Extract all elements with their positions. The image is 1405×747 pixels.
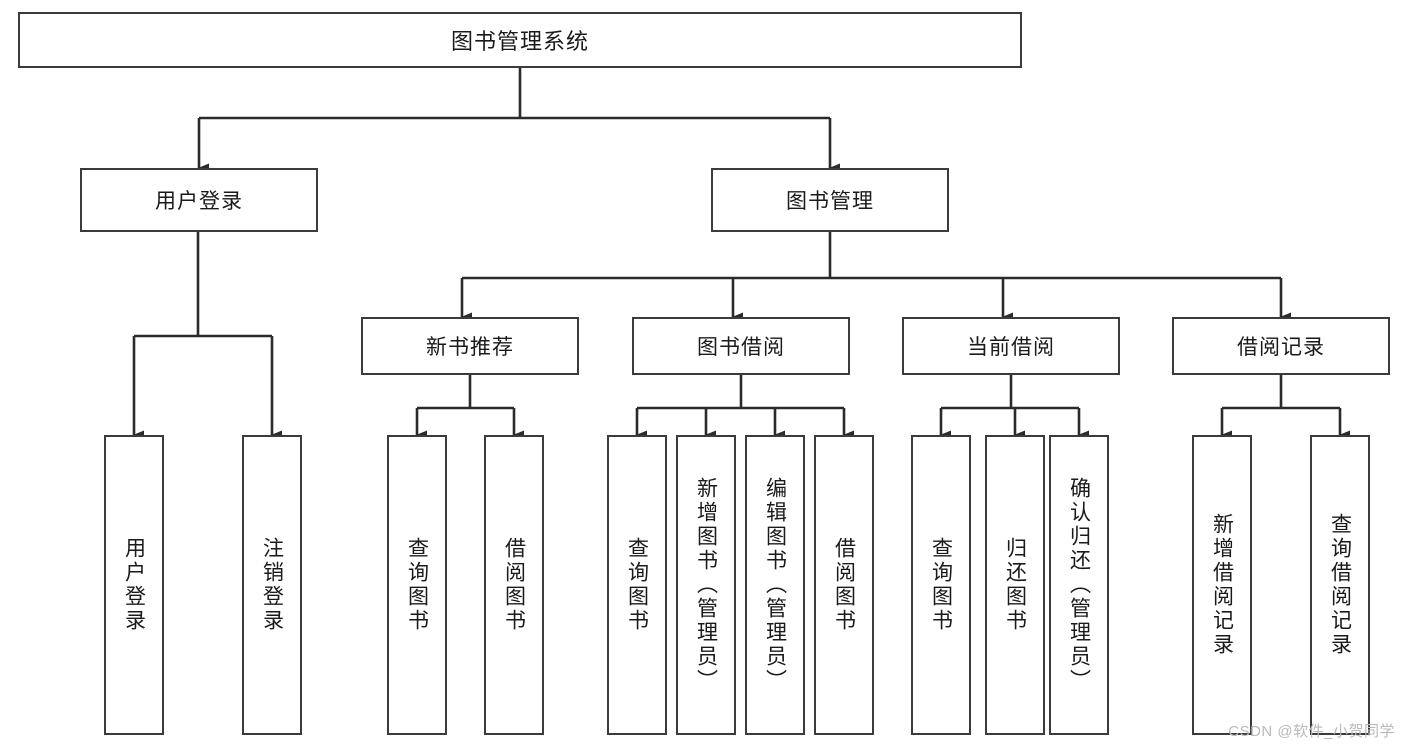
node-label: 新书推荐	[426, 336, 514, 359]
node-label: 借阅记录	[1237, 336, 1325, 359]
leaf-label: 归还图书	[1003, 537, 1027, 633]
leaf-leaf-user-login[interactable]: 用户登录	[104, 435, 164, 735]
node-borrow-record[interactable]: 借阅记录	[1172, 317, 1390, 375]
leaf-leaf-add-record[interactable]: 新增借阅记录	[1192, 435, 1252, 735]
leaf-label: 查询图书	[625, 537, 649, 633]
leaf-leaf-add-book[interactable]: 新增图书（管理员）	[676, 435, 736, 735]
leaf-label: 新增借阅记录	[1210, 513, 1234, 657]
node-new-book-recommend[interactable]: 新书推荐	[361, 317, 579, 375]
watermark: CSDN @软件_小贺同学	[1228, 723, 1395, 740]
leaf-leaf-query-book-2[interactable]: 查询图书	[607, 435, 667, 735]
leaf-leaf-borrow-book-2[interactable]: 借阅图书	[814, 435, 874, 735]
leaf-leaf-confirm-return[interactable]: 确认归还（管理员）	[1049, 435, 1109, 735]
leaf-leaf-query-record[interactable]: 查询借阅记录	[1310, 435, 1370, 735]
node-label: 图书管理	[786, 190, 874, 213]
leaf-leaf-borrow-book-1[interactable]: 借阅图书	[484, 435, 544, 735]
node-current-borrow[interactable]: 当前借阅	[902, 317, 1120, 375]
node-book-manage[interactable]: 图书管理	[711, 168, 949, 232]
node-book-borrow[interactable]: 图书借阅	[632, 317, 850, 375]
leaf-label: 借阅图书	[502, 537, 526, 633]
node-label: 当前借阅	[967, 336, 1055, 359]
leaf-leaf-query-book-1[interactable]: 查询图书	[387, 435, 447, 735]
node-root[interactable]: 图书管理系统	[18, 12, 1022, 68]
leaf-leaf-logout[interactable]: 注销登录	[242, 435, 302, 735]
leaf-leaf-edit-book[interactable]: 编辑图书（管理员）	[745, 435, 805, 735]
leaf-label: 确认归还（管理员）	[1067, 477, 1091, 693]
leaf-label: 注销登录	[260, 537, 284, 633]
node-user-login[interactable]: 用户登录	[80, 168, 318, 232]
node-root-label: 图书管理系统	[450, 29, 589, 54]
leaf-leaf-return-book[interactable]: 归还图书	[985, 435, 1045, 735]
node-label: 用户登录	[155, 190, 243, 213]
node-label: 图书借阅	[697, 336, 785, 359]
leaf-label: 新增图书（管理员）	[694, 477, 718, 693]
leaf-label: 查询图书	[929, 537, 953, 633]
leaf-leaf-query-book-3[interactable]: 查询图书	[911, 435, 971, 735]
leaf-label: 编辑图书（管理员）	[763, 477, 787, 693]
leaf-label: 查询借阅记录	[1328, 513, 1352, 657]
leaf-label: 用户登录	[122, 537, 146, 633]
leaf-label: 查询图书	[405, 537, 429, 633]
leaf-label: 借阅图书	[832, 537, 856, 633]
